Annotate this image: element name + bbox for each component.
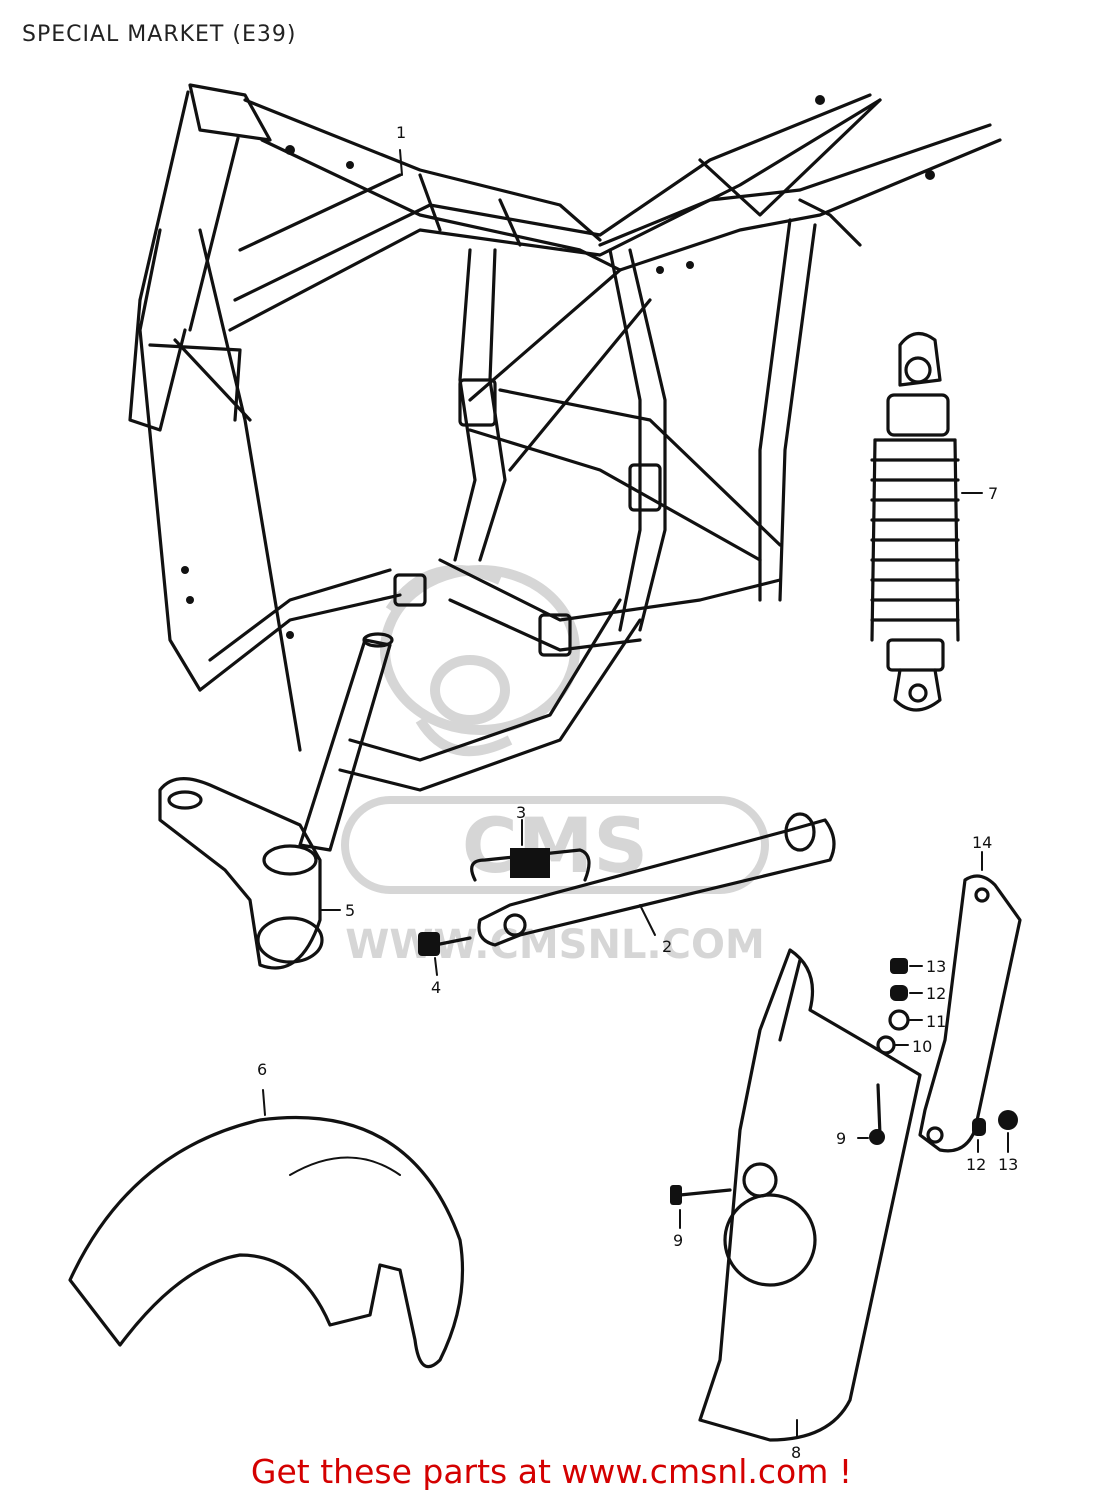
callout-frame: 1: [396, 123, 406, 142]
callout-bracket: 14: [972, 833, 992, 852]
callout-labels: 1 2 3 4 5 6 7 8 9 9 10 11 12 13 12 13 14: [257, 123, 1018, 1462]
callout-bolt: 4: [431, 978, 441, 997]
watermark: CMS WWW.CMSNL.COM: [341, 565, 769, 968]
callout-nut-13-top: 13: [926, 957, 946, 976]
frame-part: [128, 83, 1002, 792]
callout-steering-stem: 5: [345, 901, 355, 920]
shock-absorber-part: [870, 332, 983, 712]
callout-screw-left: 9: [673, 1231, 683, 1250]
callout-screw-right: 9: [836, 1129, 846, 1148]
bolt-part: [418, 932, 472, 976]
callout-washer-11: 11: [926, 1012, 946, 1031]
callout-washer-10: 10: [912, 1037, 932, 1056]
footer-link[interactable]: Get these parts at www.cmsnl.com !: [250, 1452, 853, 1491]
hardware-parts: [670, 958, 1018, 1229]
callout-washer-12-top: 12: [926, 984, 946, 1003]
watermark-site: WWW.CMSNL.COM: [345, 922, 765, 968]
callout-front-fender: 6: [257, 1060, 267, 1079]
callout-nut-13-bottom: 13: [998, 1155, 1018, 1174]
callout-spring: 3: [516, 803, 526, 822]
side-stand-part: [477, 812, 836, 947]
spring-part: [470, 819, 591, 882]
rear-fender-part: [698, 948, 922, 1442]
callout-rear-fender: 8: [791, 1443, 801, 1462]
footer-banner: Get these parts at www.cmsnl.com !: [0, 1452, 1103, 1491]
callout-shock-absorber: 7: [988, 484, 998, 503]
front-fender-part: [68, 1089, 465, 1369]
callout-washer-12-bottom: 12: [966, 1155, 986, 1174]
callout-side-stand: 2: [662, 937, 672, 956]
steering-stem-part: [158, 632, 394, 970]
page-title: SPECIAL MARKET (E39): [22, 22, 297, 47]
